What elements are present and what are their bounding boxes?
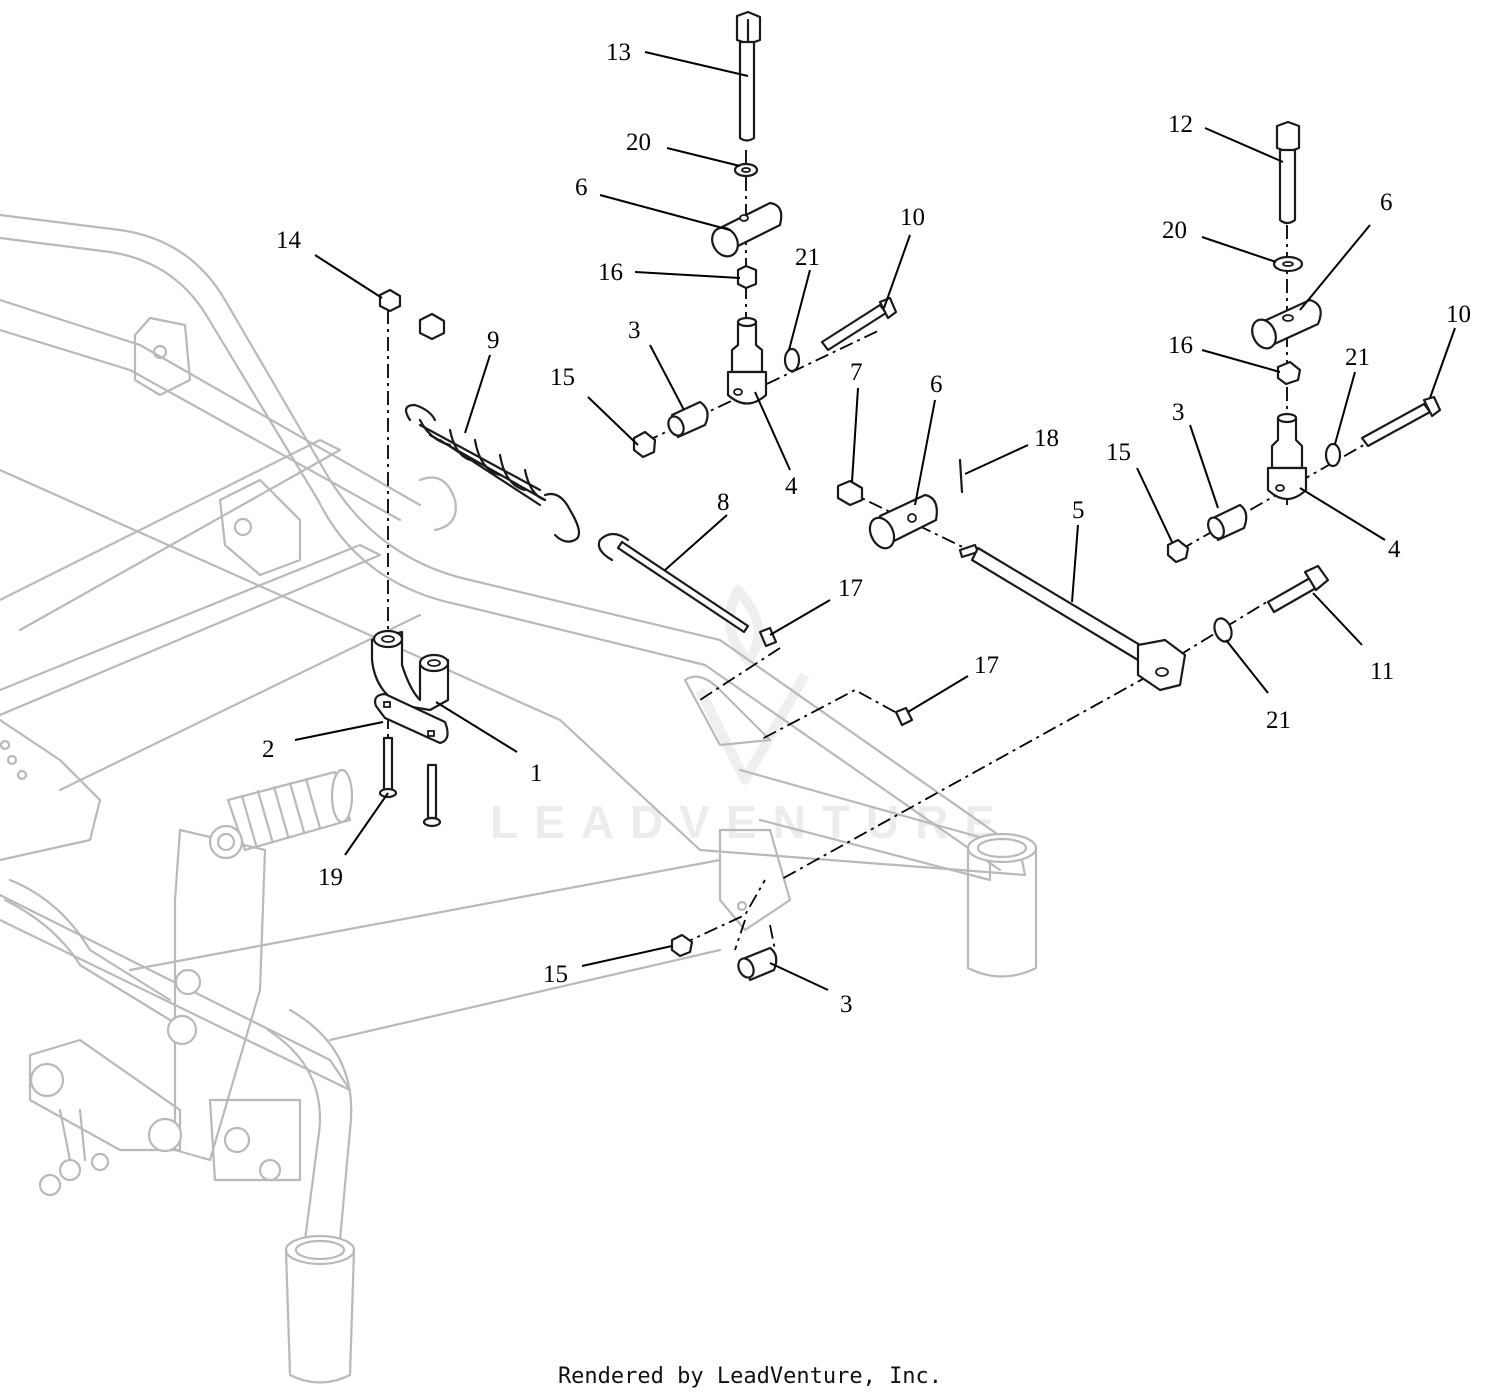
part-bolt-10b [1360, 395, 1442, 448]
callout-5: 5 [1072, 497, 1085, 524]
callout-10: 10 [900, 204, 925, 231]
part-washer-21c [1213, 617, 1233, 643]
watermark-text: LEADVENTURE [490, 796, 1011, 848]
part-nut-16b [1276, 360, 1302, 386]
part-pins-19 [378, 736, 442, 828]
part-nut-15c [670, 933, 694, 958]
part-pivot-4b [1266, 412, 1308, 501]
callout-6: 6 [575, 174, 588, 201]
callout-15: 15 [1106, 439, 1131, 466]
part-nut-14 [378, 288, 402, 313]
part-bolt-11 [1266, 564, 1330, 614]
callout-3: 3 [628, 317, 641, 344]
part-bushing-6b [868, 493, 938, 550]
part-bolt-10a [820, 296, 898, 352]
part-nut-7 [836, 479, 864, 507]
callout-3: 3 [1172, 399, 1185, 426]
part-rod-8 [597, 532, 750, 634]
callout-4: 4 [1388, 536, 1401, 563]
part-spacer-3b [1207, 503, 1248, 542]
callout-11: 11 [1370, 658, 1394, 685]
part-nut-16a [736, 264, 758, 290]
callout-6: 6 [930, 371, 943, 398]
part-bracket-1 [370, 629, 450, 712]
part-bushing-6c [1251, 298, 1322, 350]
part-clip-17a [758, 626, 778, 648]
callout-10: 10 [1446, 301, 1471, 328]
part-bolt-13 [735, 10, 762, 142]
callout-14: 14 [276, 227, 302, 254]
part-pivot-4a [726, 316, 768, 405]
callout-19: 19 [318, 864, 343, 891]
callout-15: 15 [550, 364, 575, 391]
callout-16: 16 [598, 259, 623, 286]
callout-13: 13 [606, 39, 631, 66]
callout-17: 17 [974, 652, 999, 679]
callout-15: 15 [543, 961, 568, 988]
callout-21: 21 [1345, 344, 1370, 371]
part-cotter-18 [958, 458, 964, 494]
part-shaft-5 [958, 543, 1187, 692]
callout-6: 6 [1380, 189, 1393, 216]
callout-20: 20 [626, 129, 651, 156]
part-spacer-3c [737, 946, 778, 982]
callout-7: 7 [850, 359, 863, 386]
part-bushing-6a [711, 201, 783, 258]
callout-4: 4 [785, 473, 798, 500]
callout-9: 9 [487, 327, 500, 354]
part-nut-15a [632, 430, 657, 459]
callout-labels: 13 20 6 16 21 10 14 9 3 15 4 7 6 18 8 5 … [262, 39, 1471, 1018]
callout-20: 20 [1162, 217, 1187, 244]
callout-12: 12 [1168, 111, 1193, 138]
callout-21: 21 [1266, 707, 1291, 734]
callout-3: 3 [840, 991, 853, 1018]
part-washer-21a [783, 347, 801, 373]
part-clip-17b [894, 706, 914, 727]
callout-17: 17 [838, 575, 863, 602]
footer-credit: Rendered by LeadVenture, Inc. [557, 1364, 943, 1389]
parts [370, 10, 1442, 982]
part-plate-2 [373, 692, 449, 745]
part-bolt-12 [1275, 120, 1301, 225]
part-nut-15b [1166, 538, 1190, 564]
callout-21: 21 [795, 244, 820, 271]
callout-18: 18 [1034, 425, 1059, 452]
callout-16: 16 [1168, 332, 1193, 359]
callout-8: 8 [717, 489, 730, 516]
part-nut-extra [418, 312, 446, 341]
part-spring-9 [404, 403, 581, 543]
part-spacer-3a [667, 400, 709, 439]
part-washer-21b [1324, 442, 1342, 468]
mower-frame [0, 213, 1038, 1384]
leader-lines [294, 51, 1456, 991]
callout-1: 1 [530, 760, 543, 787]
callout-2: 2 [262, 736, 275, 763]
